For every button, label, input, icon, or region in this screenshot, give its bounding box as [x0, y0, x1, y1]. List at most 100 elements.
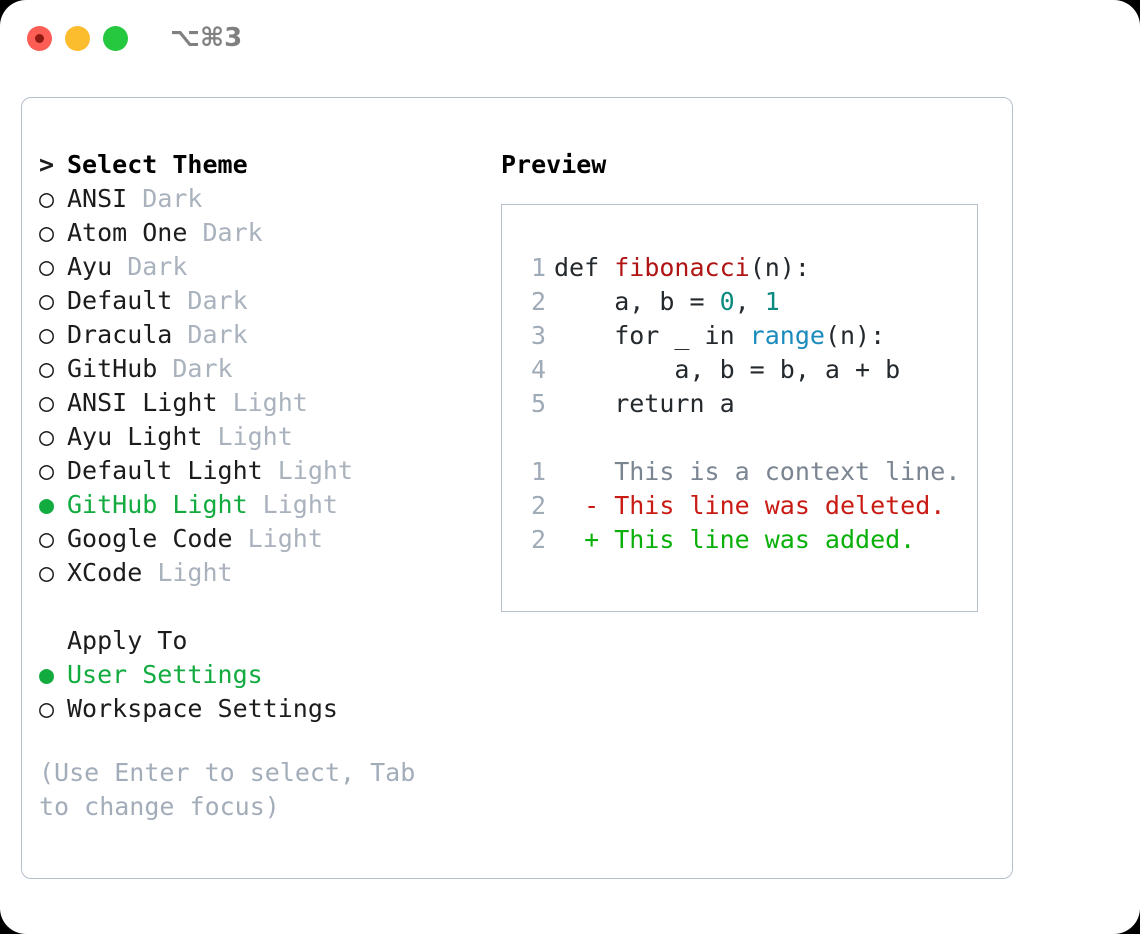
theme-variant-tag: Light: [202, 422, 293, 451]
theme-variant-tag: Dark: [127, 184, 203, 213]
radio-unselected-icon: ○: [39, 524, 55, 553]
theme-variant-tag: Light: [247, 490, 338, 519]
theme-name: Atom One: [67, 218, 188, 247]
line-number: 1: [530, 457, 546, 486]
theme-list-item[interactable]: ○ANSI Dark: [39, 182, 469, 216]
radio-unselected-icon: ○: [39, 456, 55, 485]
diff-line: 2 - This line was deleted.: [522, 489, 971, 523]
apply-to-label: User Settings: [67, 660, 263, 689]
theme-name: Ayu Light: [67, 422, 203, 451]
theme-list-item[interactable]: ○ Ayu Dark: [39, 250, 469, 284]
radio-unselected-icon: ○: [39, 354, 55, 383]
theme-name: Default Light: [67, 456, 263, 485]
list-spacer: [39, 590, 469, 624]
prompt-caret-icon: >: [39, 150, 55, 179]
minimize-light-icon[interactable]: [65, 26, 90, 51]
line-number: 3: [530, 321, 546, 350]
theme-variant-tag: Dark: [112, 252, 188, 281]
diff-line: 2 + This line was added.: [522, 523, 971, 557]
theme-list-item[interactable]: ○ Default Dark: [39, 284, 469, 318]
line-number: 5: [530, 389, 546, 418]
theme-variant-tag: Light: [217, 388, 308, 417]
main-panel: >Select Theme ○ANSI Dark○Atom One Dark○A…: [21, 97, 1013, 879]
theme-name: ANSI Light: [67, 388, 218, 417]
theme-list-item[interactable]: ○ ANSI Light Light: [39, 386, 469, 420]
theme-list-item[interactable]: ○ Atom One Dark: [39, 216, 469, 250]
select-theme-title: Select Theme: [67, 150, 248, 179]
theme-list-item[interactable]: ● GitHub Light Light: [39, 488, 469, 522]
radio-unselected-icon: ○: [39, 558, 55, 587]
code-token-call: range: [749, 321, 825, 350]
apply-to-option[interactable]: ● User Settings: [39, 658, 469, 692]
line-number: 2: [530, 491, 546, 520]
code-token-num: 0: [719, 287, 735, 316]
theme-variant-tag: Light: [262, 456, 353, 485]
theme-list-item[interactable]: ○ Google Code Light: [39, 522, 469, 556]
diff-line: 1 This is a context line.: [522, 455, 971, 489]
code-line: 3 for _ in range(n):: [522, 319, 971, 353]
theme-selector-column: >Select Theme ○ANSI Dark○Atom One Dark○A…: [39, 148, 469, 824]
theme-list-item[interactable]: ○ XCode Light: [39, 556, 469, 590]
code-token-plain: def: [554, 253, 615, 282]
theme-variant-tag: Dark: [172, 286, 248, 315]
radio-unselected-icon: ○: [39, 388, 55, 417]
theme-name: Default: [67, 286, 173, 315]
code-line: 5 return a: [522, 387, 971, 421]
apply-to-header: Apply To: [67, 626, 188, 655]
diff-text-del: - This line was deleted.: [554, 491, 946, 520]
theme-list-item[interactable]: ○ Dracula Dark: [39, 318, 469, 352]
apply-to-option[interactable]: ○ Workspace Settings: [39, 692, 469, 726]
theme-list-item[interactable]: ○ Ayu Light Light: [39, 420, 469, 454]
preview-title: Preview: [501, 150, 607, 179]
radio-unselected-icon: ○: [39, 422, 55, 451]
theme-variant-tag: Light: [142, 558, 233, 587]
diff-text-context: This is a context line.: [554, 457, 961, 486]
title-bar: ⌥⌘3: [0, 0, 1140, 80]
theme-list-item[interactable]: ○ GitHub Dark: [39, 352, 469, 386]
radio-unselected-icon: ○: [39, 218, 55, 247]
zoom-light-icon[interactable]: [103, 26, 128, 51]
code-line: 4 a, b = b, a + b: [522, 353, 971, 387]
close-light-icon[interactable]: [27, 26, 52, 51]
theme-name: Dracula: [67, 320, 173, 349]
keyboard-hint: (Use Enter to select, Tab to change focu…: [39, 758, 416, 821]
theme-name: Google Code: [67, 524, 233, 553]
theme-name: XCode: [67, 558, 143, 587]
keyboard-shortcut-label: ⌥⌘3: [170, 23, 243, 53]
radio-unselected-icon: ○: [39, 286, 55, 315]
theme-variant-tag: Dark: [157, 354, 233, 383]
select-theme-header: > Select Theme: [39, 148, 469, 182]
radio-unselected-icon: ○: [39, 320, 55, 349]
code-token-num: 1: [764, 287, 780, 316]
theme-variant-tag: Dark: [172, 320, 248, 349]
theme-list: ○ANSI Dark○Atom One Dark○Ayu Dark○Defaul…: [39, 182, 469, 590]
line-number: 2: [530, 287, 546, 316]
radio-unselected-icon: ○: [39, 252, 55, 281]
radio-unselected-icon: ○: [39, 184, 55, 213]
theme-name: GitHub: [67, 354, 158, 383]
code-token-plain: a, b =: [554, 287, 720, 316]
code-token-plain: return a: [554, 389, 735, 418]
theme-name: Ayu: [67, 252, 113, 281]
code-token-plain: (n):: [749, 253, 810, 282]
theme-variant-tag: Light: [232, 524, 323, 553]
theme-variant-tag: Dark: [187, 218, 263, 247]
window-controls: [27, 26, 128, 51]
code-token-fn: fibonacci: [614, 253, 750, 282]
diff-sample: 1 This is a context line.2 - This line w…: [522, 455, 971, 557]
line-number: 2: [530, 525, 546, 554]
radio-selected-icon: ●: [39, 490, 55, 519]
theme-list-item[interactable]: ○ Default Light Light: [39, 454, 469, 488]
code-token-plain: for _ in: [554, 321, 750, 350]
code-token-plain: a, b = b, a + b: [554, 355, 901, 384]
apply-to-label: Workspace Settings: [67, 694, 338, 723]
radio-unselected-icon: ○: [39, 694, 55, 723]
radio-selected-icon: ●: [39, 660, 55, 689]
theme-name: GitHub Light: [67, 490, 248, 519]
code-token-plain: ,: [734, 287, 765, 316]
